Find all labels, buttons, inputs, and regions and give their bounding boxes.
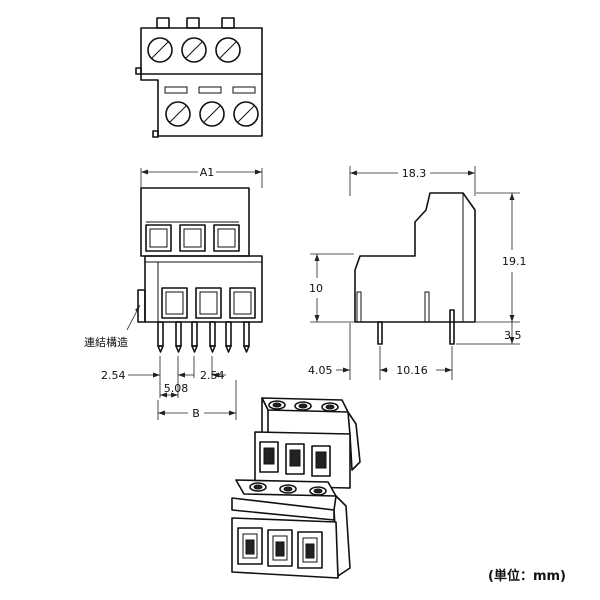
dim-offset: 4.05 — [308, 364, 333, 377]
dim-body-height: 10 — [309, 282, 323, 295]
dim-b: B — [192, 407, 200, 420]
front-pins — [157, 321, 250, 353]
dim-depth: 18.3 — [402, 167, 427, 180]
dim-a1: A1 — [200, 166, 215, 179]
dim-pitch-left: 2.54 — [101, 369, 126, 382]
dim-pin-pitch: 5.08 — [164, 382, 189, 395]
top-view — [135, 17, 263, 138]
dim-pin-length: 3.5 — [504, 329, 522, 342]
front-view — [126, 168, 263, 420]
isometric-view — [231, 397, 361, 579]
dim-pitch-right: 2.54 — [200, 369, 225, 382]
side-view — [310, 166, 520, 380]
dim-pin-spacing: 10.16 — [396, 364, 428, 377]
dim-connection-structure: 連結構造 — [84, 335, 128, 349]
dim-height: 19.1 — [502, 255, 527, 268]
unit-note: (単位：mm) — [488, 568, 566, 584]
